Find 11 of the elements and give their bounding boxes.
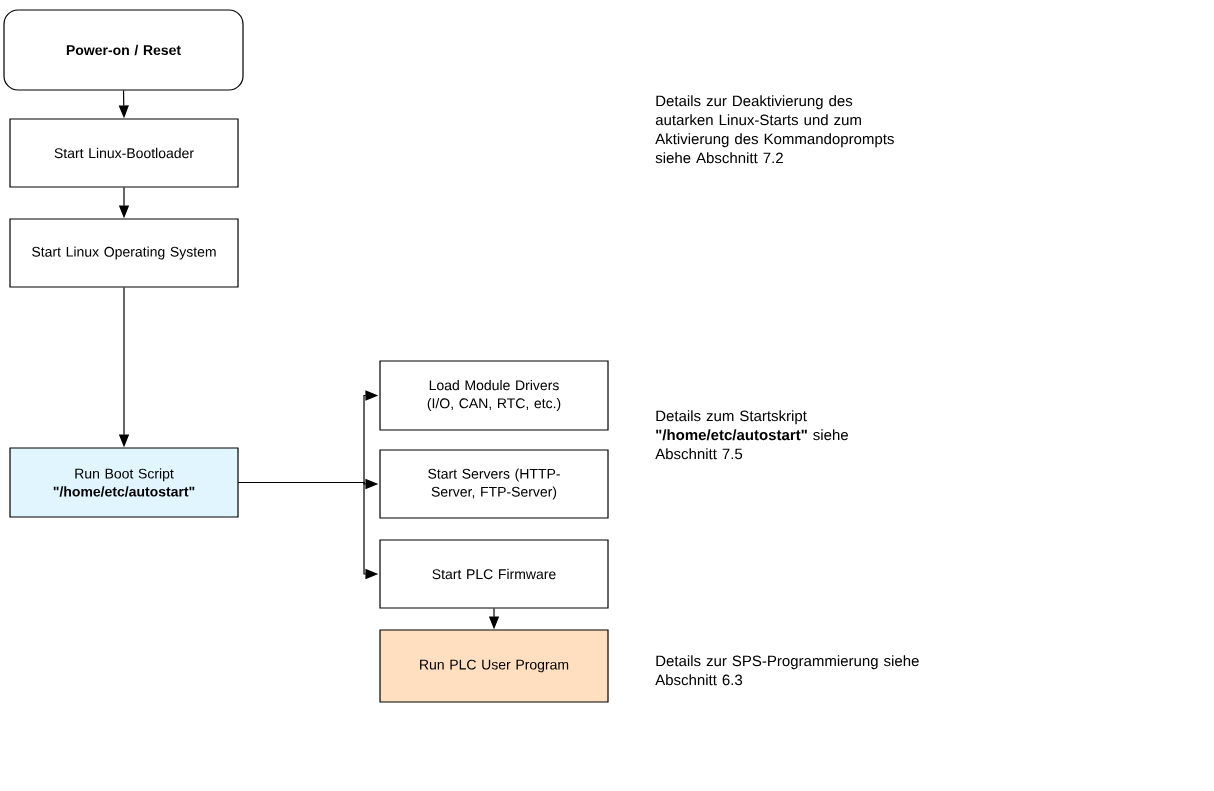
note-text: Details zur Deaktivierung des autarken Linux-Starts und zum Aktivierung des Kommandoprompts siehe Abschnitt 7.2 [655, 95, 894, 164]
process-box: Run Boot Script "/home/etc/autostart" [9, 447, 239, 518]
process-box: Start Linux Operating System [9, 218, 239, 288]
start-box: Power-on / Reset [3, 9, 244, 91]
note-text: Details zur SPS-Programmierung siehe Abschnitt 6.3 [655, 655, 919, 686]
process-box: Run PLC User Program [379, 629, 609, 703]
process-box: Start PLC Firmware [379, 539, 609, 609]
note-text: Details zum Startskript "/home/etc/autostart" siehe Abschnitt 7.5 [655, 410, 848, 460]
process-box: Start Linux-Bootloader [9, 118, 239, 188]
process-box: Load Module Drivers (I/O, CAN, RTC, etc.) [379, 360, 609, 431]
process-box: Start Servers (HTTP-Server, FTP-Server) [379, 449, 609, 519]
